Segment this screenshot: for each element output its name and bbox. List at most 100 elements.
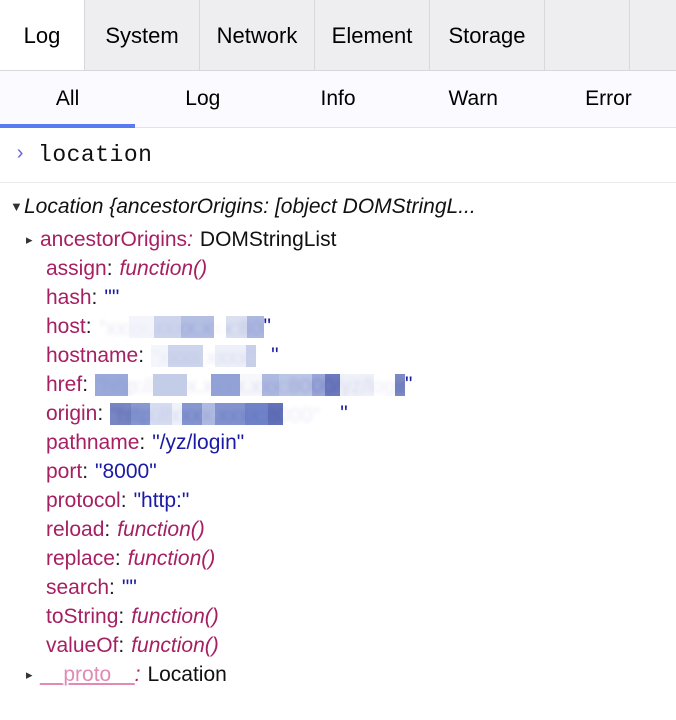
redacted-value: "xxxx.xxxx.xxx:8000"	[98, 315, 264, 338]
filter-tab-label: Info	[320, 87, 356, 110]
property-key: search	[46, 575, 110, 599]
property-row[interactable]: ▸ __proto__:Location	[0, 660, 676, 689]
property-value: "http:"	[133, 488, 190, 512]
property-colon: :	[134, 662, 141, 686]
property-key: href	[46, 372, 83, 396]
object-header-label: Location {ancestorOrigins: [object DOMSt…	[24, 195, 476, 218]
property-value: DOMStringList	[199, 227, 337, 251]
property-row: port:"8000"	[0, 457, 676, 486]
property-value: function()	[131, 604, 219, 628]
property-key: hostname	[46, 343, 139, 367]
property-colon: :	[114, 546, 121, 570]
main-tab-storage[interactable]: Storage	[430, 0, 545, 70]
property-value: Location	[147, 662, 227, 686]
redacted-value: "http://xxxx.xxxx.xxx:8000/yz/login"	[95, 373, 406, 396]
object-header-row[interactable]: ▼ Location {ancestorOrigins: [object DOM…	[0, 193, 676, 225]
property-value: ""	[121, 575, 137, 599]
property-row: assign:function()	[0, 254, 676, 283]
filter-tab-all[interactable]: All	[0, 71, 136, 128]
property-row: protocol:"http:"	[0, 486, 676, 515]
property-colon: :	[187, 227, 193, 251]
closing-quote: "	[340, 401, 348, 425]
main-tab-label: Storage	[448, 22, 526, 48]
console-input-row[interactable]: › location	[0, 128, 676, 183]
property-key: ancestorOrigins	[40, 227, 188, 251]
property-row: replace:function()	[0, 544, 676, 573]
property-row: hostname: "xxxx.xxxx""	[0, 341, 676, 370]
property-colon: :	[109, 575, 115, 599]
property-key: valueOf	[46, 633, 119, 657]
property-row: search:""	[0, 573, 676, 602]
filter-tab-label: Warn	[448, 87, 498, 110]
property-key: __proto__	[40, 662, 135, 686]
expand-triangle-right-icon[interactable]: ▸	[26, 231, 33, 247]
redacted-value: "xxxx.xxxx"	[151, 344, 272, 367]
property-colon: :	[85, 314, 92, 338]
closing-quote: "	[271, 343, 279, 367]
property-colon: :	[106, 256, 113, 280]
main-tab-label: System	[105, 22, 179, 48]
main-tab-network[interactable]: Network	[200, 0, 315, 70]
main-tab-overflow[interactable]	[545, 0, 630, 70]
filter-tab-label: All	[55, 87, 80, 110]
property-value: function()	[119, 256, 208, 280]
property-key: reload	[46, 517, 105, 541]
property-colon: :	[104, 517, 111, 541]
property-colon: :	[139, 430, 146, 454]
property-value: function()	[127, 546, 216, 570]
filter-tab-log[interactable]: Log	[135, 71, 270, 127]
property-key: protocol	[46, 488, 121, 512]
filter-tab-label: Error	[585, 87, 632, 110]
property-value: function()	[117, 517, 205, 541]
property-row[interactable]: ▸ ancestorOrigins:DOMStringList	[0, 225, 676, 254]
property-row: valueOf:function()	[0, 631, 676, 660]
property-key: origin	[46, 401, 98, 425]
main-tab-label: Network	[216, 22, 298, 48]
property-value: ""	[104, 285, 120, 309]
property-colon: :	[97, 401, 104, 425]
property-row: reload:function()	[0, 515, 676, 544]
main-tab-system[interactable]: System	[85, 0, 200, 70]
redacted-value: "http://xxxx.xxxx:8000"	[110, 402, 341, 425]
main-tab-bar: Log System Network Element Storage	[0, 0, 676, 71]
property-row: toString:function()	[0, 602, 676, 631]
property-row: href: "http://xxxx.xxxx.xxx:8000/yz/login…	[0, 370, 676, 399]
property-key: port	[46, 459, 83, 483]
property-row: origin: "http://xxxx.xxxx:8000""	[0, 399, 676, 428]
filter-tab-bar: All Log Info Warn Error	[0, 71, 676, 128]
property-colon: :	[91, 285, 98, 309]
property-row: hash:""	[0, 283, 676, 312]
property-colon: :	[82, 372, 89, 396]
prompt-chevron-icon: ›	[14, 143, 27, 166]
property-row: pathname:"/yz/login"	[0, 428, 676, 457]
property-colon: :	[118, 604, 125, 628]
property-key: assign	[46, 256, 107, 280]
closing-quote: "	[405, 372, 413, 396]
console-input-text[interactable]: location	[38, 142, 153, 168]
expand-triangle-right-icon[interactable]: ▸	[26, 666, 33, 682]
main-tab-log[interactable]: Log	[0, 0, 85, 70]
filter-tab-info[interactable]: Info	[270, 71, 405, 127]
property-colon: :	[138, 343, 145, 367]
filter-tab-error[interactable]: Error	[541, 71, 676, 127]
property-colon: :	[82, 459, 89, 483]
property-key: replace	[46, 546, 115, 570]
property-colon: :	[120, 488, 127, 512]
main-tab-element[interactable]: Element	[315, 0, 430, 70]
property-value: "8000"	[95, 459, 157, 483]
property-key: hash	[46, 285, 92, 309]
property-colon: :	[118, 633, 125, 657]
filter-tab-label: Log	[185, 87, 221, 110]
property-key: pathname	[46, 430, 140, 454]
property-key: toString	[46, 604, 119, 628]
property-row: host: "xxxx.xxxx.xxx:8000""	[0, 312, 676, 341]
main-tab-label: Element	[331, 22, 413, 48]
closing-quote: "	[263, 314, 272, 338]
property-key: host	[46, 314, 86, 338]
filter-tab-warn[interactable]: Warn	[406, 71, 541, 127]
expand-triangle-down-icon[interactable]: ▼	[10, 199, 23, 214]
console-result-area: ▼ Location {ancestorOrigins: [object DOM…	[0, 183, 676, 689]
main-tab-label: Log	[23, 22, 61, 48]
property-value: "/yz/login"	[152, 430, 245, 454]
